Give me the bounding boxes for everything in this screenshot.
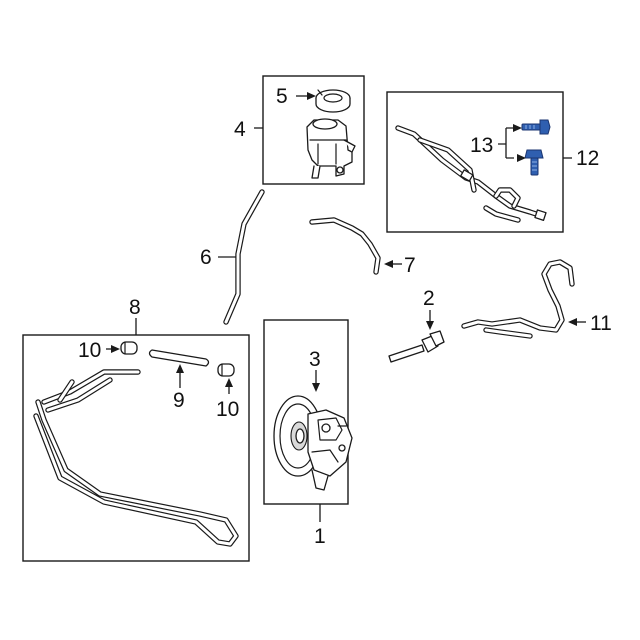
callout-4: 4 [234, 118, 246, 141]
hose-7[interactable] [309, 217, 381, 275]
power-steering-pump[interactable] [273, 395, 353, 491]
callout-7: 7 [404, 254, 416, 277]
callout-10-right: 10 [216, 398, 239, 421]
clamp-right[interactable] [217, 363, 235, 377]
callout-2: 2 [423, 287, 435, 310]
callout-5: 5 [276, 85, 288, 108]
callout-10-left: 10 [78, 339, 101, 362]
callout-6: 6 [200, 246, 212, 269]
reservoir[interactable] [306, 118, 356, 179]
return-hose-6[interactable] [223, 189, 265, 325]
bolt-upper[interactable] [521, 119, 551, 135]
clamp-left[interactable] [120, 341, 138, 355]
callout-13: 13 [470, 134, 493, 157]
cooler-assembly[interactable] [33, 369, 239, 547]
hose-9[interactable] [148, 349, 210, 367]
pressure-line-assembly[interactable] [395, 125, 547, 223]
callout-9: 9 [173, 389, 185, 412]
callout-8: 8 [129, 296, 141, 319]
pump-mounting-bolt[interactable] [388, 330, 445, 363]
pressure-line-group-frame [386, 91, 564, 233]
callout-12: 12 [576, 147, 599, 170]
return-line-11[interactable] [461, 259, 575, 339]
callout-1: 1 [314, 525, 326, 548]
bolt-lower[interactable] [524, 149, 544, 176]
reservoir-cap[interactable] [315, 89, 351, 113]
callout-11: 11 [590, 312, 612, 335]
reservoir-group-frame [262, 75, 365, 185]
callout-3: 3 [309, 348, 321, 371]
pump-group-frame [263, 319, 349, 505]
